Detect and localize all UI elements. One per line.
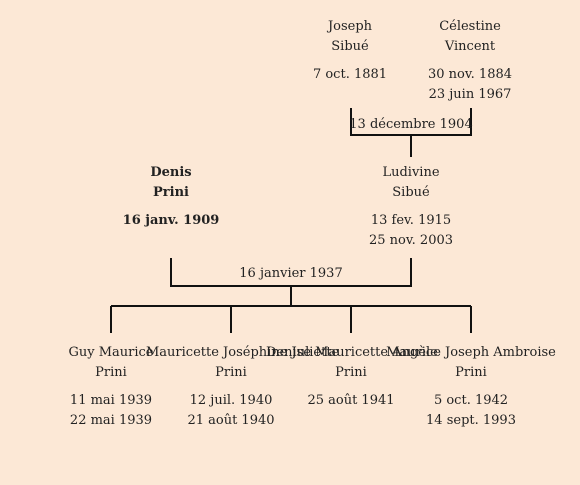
death-date: 14 sept. 1993 bbox=[426, 413, 516, 428]
last-name: Prini bbox=[455, 365, 487, 380]
last-name: Prini bbox=[95, 365, 127, 380]
birth-date: 11 mai 1939 bbox=[69, 393, 153, 408]
first-name: Mauricette Joséphine Juliette bbox=[146, 345, 340, 360]
birth-date: 25 août 1941 bbox=[307, 393, 395, 408]
death-date: 25 nov. 2003 bbox=[368, 233, 454, 248]
birth-date: 5 oct. 1942 bbox=[433, 393, 509, 408]
birth-date: 13 fev. 1915 bbox=[370, 213, 452, 228]
last-name: Prini bbox=[335, 365, 367, 380]
first-name: Joseph bbox=[327, 19, 373, 34]
last-name: Sibué bbox=[331, 39, 369, 54]
first-name: Ludivine bbox=[382, 165, 440, 180]
birth-date: 7 oct. 1881 bbox=[312, 67, 388, 82]
birth-date: 12 juil. 1940 bbox=[189, 393, 273, 408]
person-father[interactable]: Denis Prini 16 janv. 1909 bbox=[86, 163, 256, 231]
grandparents-marriage-date: 13 décembre 1904 bbox=[349, 117, 473, 132]
person-mother[interactable]: Ludivine Sibué 13 fev. 1915 25 nov. 2003 bbox=[326, 163, 496, 251]
death-date: 23 juin 1967 bbox=[428, 87, 512, 102]
first-name: Denise Mauricette Angèle bbox=[266, 345, 438, 360]
person-child[interactable]: Denise Mauricette Angèle Prini 25 août 1… bbox=[266, 343, 438, 411]
last-name: Prini bbox=[215, 365, 247, 380]
death-date: 22 mai 1939 bbox=[69, 413, 153, 428]
person-child[interactable]: Maurice Joseph Ambroise Prini 5 oct. 194… bbox=[386, 343, 556, 431]
last-name: Prini bbox=[153, 185, 189, 200]
first-name: Célestine bbox=[439, 19, 501, 34]
parents-marriage-date: 16 janvier 1937 bbox=[239, 266, 343, 281]
birth-date: 30 nov. 1884 bbox=[427, 67, 513, 82]
person-child[interactable]: Mauricette Joséphine Juliette Prini 12 j… bbox=[146, 343, 340, 431]
first-name: Guy Maurice bbox=[68, 345, 154, 360]
person-grandmother[interactable]: Célestine Vincent 30 nov. 1884 23 juin 1… bbox=[385, 17, 555, 105]
last-name: Vincent bbox=[444, 39, 496, 54]
first-name: Maurice Joseph Ambroise bbox=[386, 345, 556, 360]
person-grandfather[interactable]: Joseph Sibué 7 oct. 1881 bbox=[265, 17, 435, 85]
birth-date: 16 janv. 1909 bbox=[122, 213, 220, 228]
person-child[interactable]: Guy Maurice Prini 11 mai 1939 22 mai 193… bbox=[26, 343, 196, 431]
first-name: Denis bbox=[150, 165, 192, 180]
last-name: Sibué bbox=[392, 185, 430, 200]
death-date: 21 août 1940 bbox=[187, 413, 275, 428]
